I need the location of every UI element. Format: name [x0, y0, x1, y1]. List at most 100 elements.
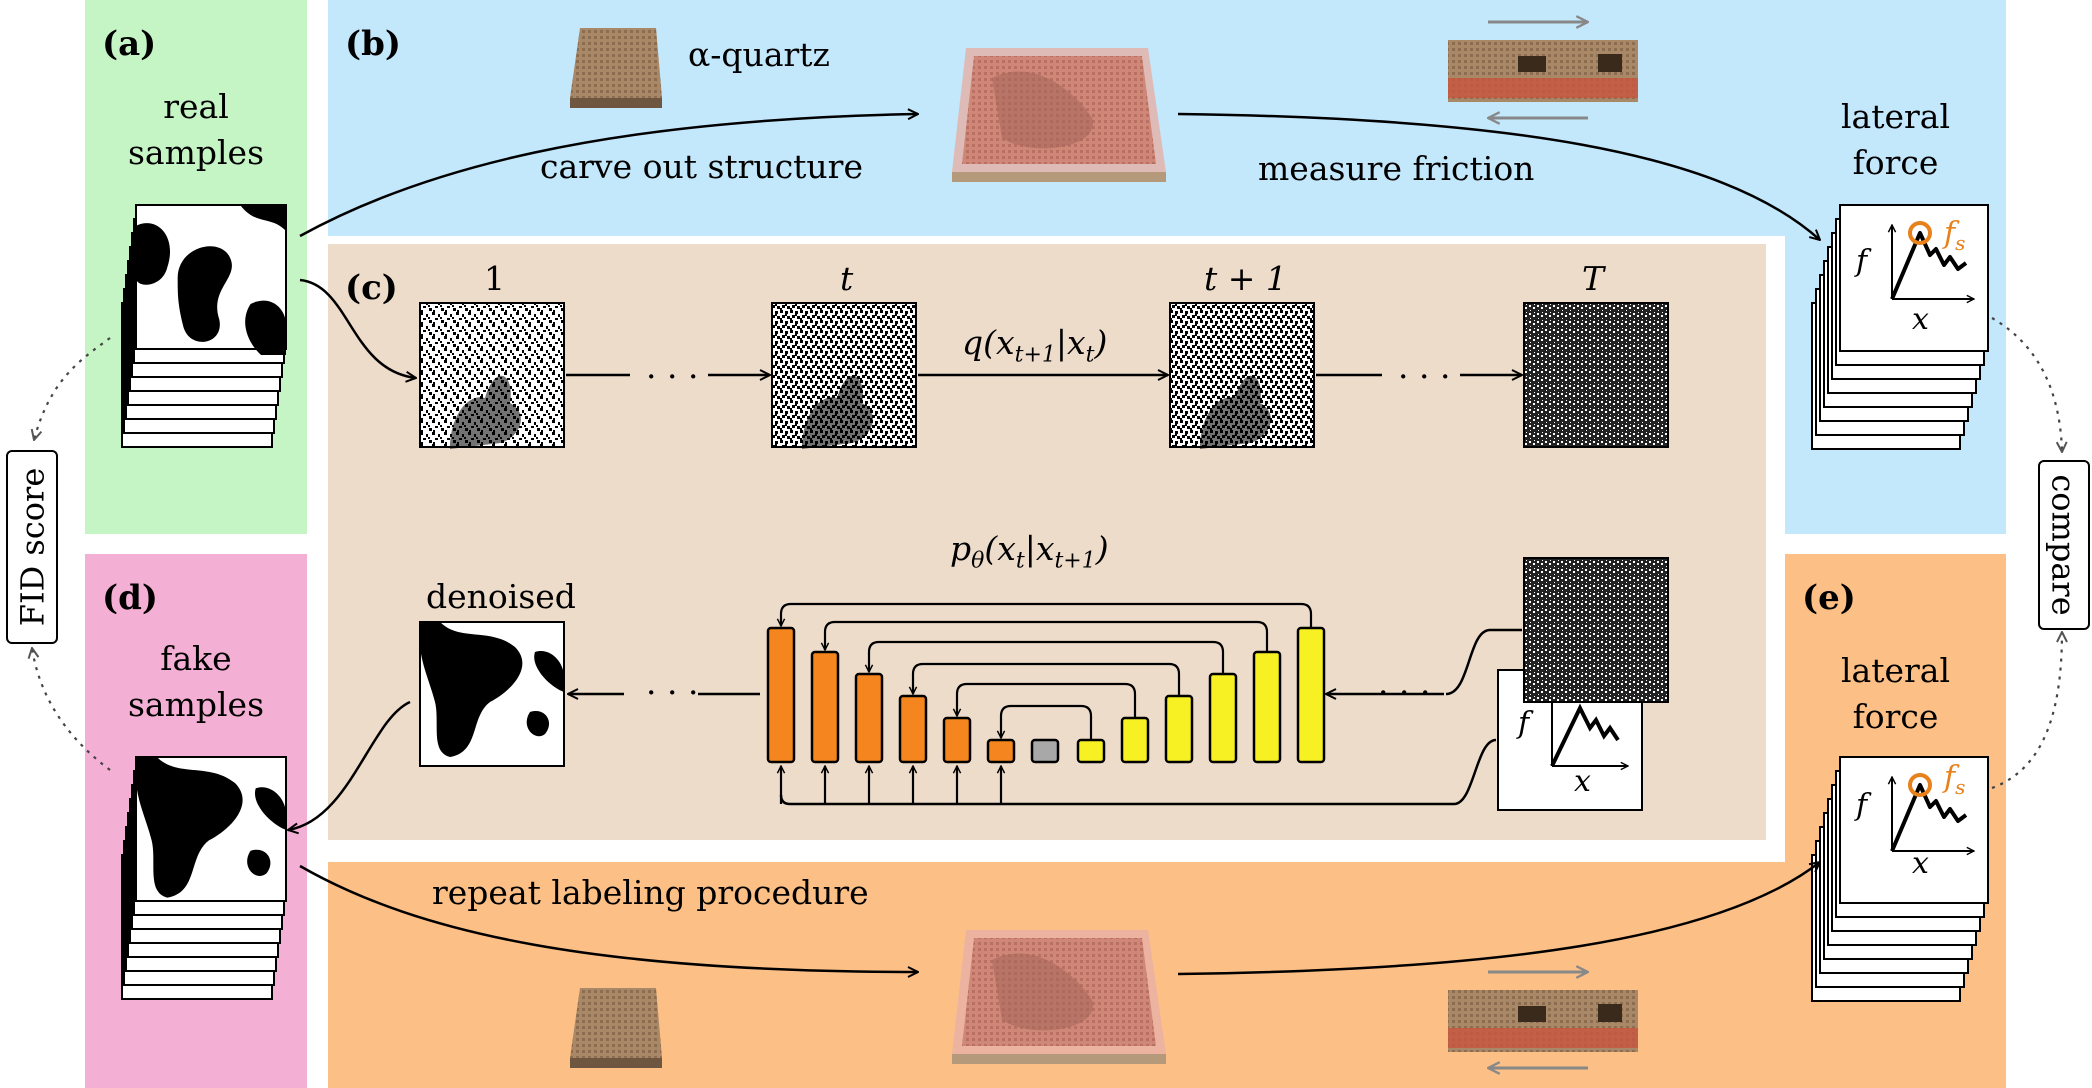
- dots-reverse-1: · · ·: [1378, 673, 1431, 712]
- panel-e-output-line1: lateral: [1840, 651, 1951, 690]
- unet-block-enc: [898, 694, 928, 764]
- arrow-fake-to-repeat: [299, 864, 918, 972]
- diffusion-step-t-plus-1-image: [1169, 302, 1315, 449]
- unet-block-dec: [1120, 716, 1150, 764]
- blob-shape: [240, 205, 286, 232]
- friction-simulation-top: [1448, 22, 1638, 118]
- shape-overlay: [450, 375, 521, 449]
- panel-e-output-line2: force: [1852, 697, 1939, 736]
- skip-connection: [913, 662, 1181, 696]
- skip-connection: [825, 620, 1269, 652]
- static-friction-marker: [1908, 221, 1932, 245]
- reverse-theta: θ: [971, 548, 985, 574]
- dotted-force-b-to-compare: [1991, 317, 2062, 452]
- arrow-friction-to-force: [1177, 112, 1820, 240]
- carved-structure-bottom: [952, 930, 1166, 1064]
- lateral-force-stack-e-top: [1839, 756, 1989, 904]
- reverse-process-formula: pθ(xt|xt+1): [950, 526, 1109, 585]
- panel-a-title: real samples: [85, 84, 307, 176]
- arrow-repeat-to-force: [1177, 862, 1820, 976]
- plot-e-fs: f: [1944, 760, 1956, 795]
- unet-block-enc: [810, 650, 840, 764]
- plot-b-fs: f: [1944, 216, 1956, 251]
- forward-mid: |x: [1055, 323, 1086, 362]
- reverse-p: p: [950, 529, 972, 568]
- panel-d-title-line1: fake: [160, 639, 232, 678]
- reverse-mid: |x: [1024, 529, 1055, 568]
- panel-d-label: (d): [102, 578, 158, 618]
- dots-reverse-2: · · ·: [646, 673, 699, 712]
- blob-shape: [136, 757, 243, 898]
- plot-b-fs-label: fs: [1944, 216, 1965, 255]
- unet-block-enc: [986, 738, 1016, 764]
- noise-to-unet-curve: [1445, 628, 1522, 696]
- force-curve: [1550, 703, 1620, 767]
- panel-a-label: (a): [102, 24, 157, 64]
- denoised-image: [419, 621, 565, 767]
- dots-forward-2: · · ·: [1398, 357, 1451, 396]
- forward-process-formula: q(xt+1|xt): [962, 320, 1107, 379]
- unet-block-dec: [1076, 738, 1106, 764]
- step-label-T: T: [1582, 259, 1605, 298]
- plot-e-fs-sub: s: [1955, 775, 1966, 799]
- measure-friction-label: measure friction: [1258, 149, 1535, 188]
- skip-connection: [781, 602, 1313, 628]
- structure-pattern: [992, 953, 1093, 1031]
- dots-forward-1: · · ·: [646, 357, 699, 396]
- step-label-t: t: [840, 259, 854, 298]
- unet-block-enc: [766, 626, 796, 764]
- arrow-real-to-carve: [299, 114, 918, 238]
- plot-b-x-label: x: [1912, 302, 1929, 337]
- material-label: α-quartz: [688, 35, 830, 74]
- step-label-t-plus-1: t + 1: [1204, 259, 1287, 298]
- reverse-open: (x: [984, 529, 1016, 568]
- diffusion-step-1-image: [419, 302, 565, 449]
- force-curve: [1890, 783, 1968, 852]
- forward-q: q(x: [962, 323, 1015, 362]
- reverse-end: ): [1095, 529, 1109, 568]
- carve-out-label: carve out structure: [540, 147, 863, 186]
- repeat-labeling-label: repeat labeling procedure: [432, 873, 869, 912]
- conditioning-force-plot: [1497, 557, 1669, 811]
- step-label-1: 1: [484, 259, 505, 298]
- alpha-quartz-slab: [570, 28, 662, 108]
- unet-block-enc: [942, 716, 972, 764]
- quartz-slab-bottom: [570, 988, 662, 1068]
- panel-b-output-line2: force: [1852, 143, 1939, 182]
- blob-shape: [177, 246, 232, 342]
- panel-e-label: (e): [1802, 578, 1856, 618]
- plot-c-x-label: x: [1574, 764, 1591, 799]
- dotted-fake-to-fid: [32, 648, 111, 771]
- forward-sub1: t+1: [1014, 342, 1056, 368]
- lateral-force-stack-b-top: [1839, 204, 1989, 352]
- dotted-real-to-fid: [34, 337, 111, 440]
- fid-score-box: FID score: [6, 450, 58, 644]
- diffusion-step-t-image: [771, 302, 917, 449]
- unet-block-dec: [1296, 626, 1326, 764]
- force-curve: [1890, 231, 1968, 300]
- panel-b-output-line1: lateral: [1840, 97, 1951, 136]
- shape-overlay: [802, 375, 873, 449]
- blob-shape: [534, 651, 564, 692]
- panel-a-title-line1: real: [163, 87, 229, 126]
- forward-end: ): [1094, 323, 1108, 362]
- friction-simulation-bottom: [1448, 972, 1638, 1068]
- denoised-label: denoised: [426, 577, 576, 616]
- unet-block-dec: [1164, 694, 1194, 764]
- real-samples-stack-top: [135, 204, 287, 355]
- compare-box: compare: [2038, 460, 2090, 630]
- plot-e-f-label: f: [1856, 788, 1868, 823]
- noise-input-image-front: [1523, 557, 1669, 703]
- unet-block-dec: [1208, 672, 1238, 764]
- blob-shape: [245, 300, 286, 355]
- panel-a-title-line2: samples: [127, 133, 265, 172]
- blob-shape: [247, 849, 271, 876]
- plot-b-fs-sub: s: [1955, 231, 1966, 255]
- structure-pattern: [992, 71, 1093, 149]
- compare-label: compare: [2045, 474, 2084, 616]
- unet-block-enc: [854, 672, 884, 764]
- arrow-denoised-to-fake: [288, 700, 411, 830]
- fid-score-label: FID score: [13, 467, 52, 627]
- forward-sub2: t: [1085, 342, 1095, 368]
